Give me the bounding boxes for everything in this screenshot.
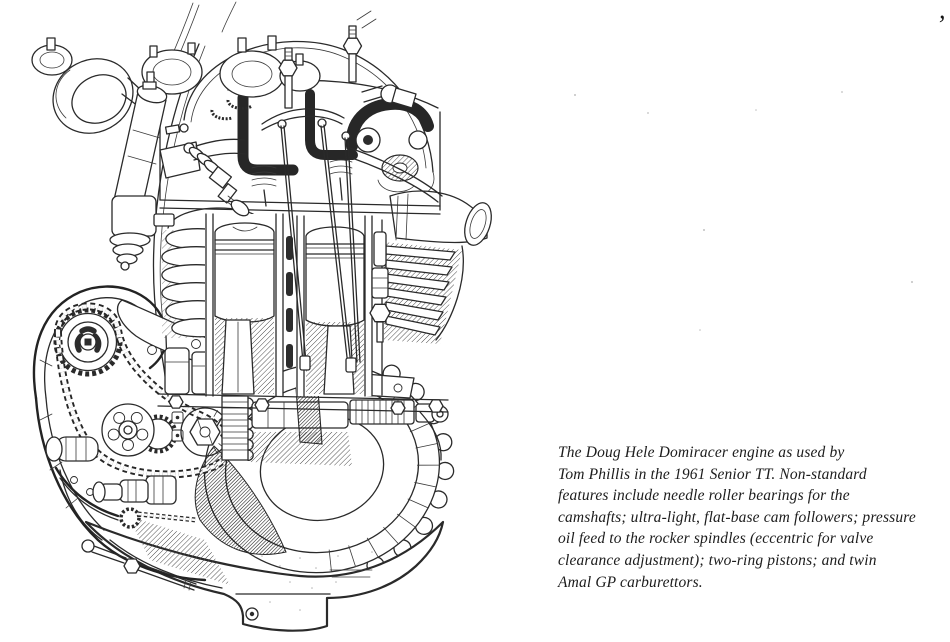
caption-line: Tom Phillis in the 1961 Senior TT. Non-s… (558, 465, 867, 483)
corner-mark: ’ (936, 10, 945, 39)
caption-line: The Doug Hele Domiracer engine as used b… (558, 444, 845, 461)
exhaust-and-right-fins (381, 190, 492, 396)
scan-specks (574, 91, 913, 331)
cylinder-block (117, 207, 449, 461)
carburettor (52, 58, 247, 271)
caption-line: camshafts; ultra-light, flat-base cam fo… (558, 508, 916, 526)
head-studs (278, 25, 363, 109)
valve-spring-right (329, 159, 353, 201)
case-bolt (123, 558, 197, 591)
valve-spring-left (251, 165, 277, 207)
spark-plug (183, 142, 250, 217)
right-rocker (349, 84, 443, 203)
pushrods (277, 118, 391, 373)
exhaust-port (389, 190, 492, 246)
oil-pump-worm (92, 475, 177, 505)
figure-caption: The Doug Hele Domiracer engine as used b… (558, 442, 948, 593)
engine-sprocket-edge (221, 395, 254, 462)
pump-drive-sprocket (119, 507, 141, 529)
oil-pump-and-bolts (45, 436, 197, 591)
caption-line: Amal GP carburettors. (558, 573, 703, 591)
caption-line: oil feed to the rocker spindles (eccentr… (558, 530, 874, 548)
crankcase (59, 469, 445, 632)
caption-line: clearance adjustment); two-ring pistons;… (558, 551, 877, 569)
float-bowl (109, 195, 175, 271)
caption-line: features include needle roller bearings … (558, 487, 850, 505)
tappet-adjuster (369, 231, 391, 343)
oil-pump-gears (101, 403, 184, 457)
cylinder-head (31, 25, 443, 215)
left-piston (205, 213, 284, 397)
timing-gear-train (32, 285, 287, 585)
